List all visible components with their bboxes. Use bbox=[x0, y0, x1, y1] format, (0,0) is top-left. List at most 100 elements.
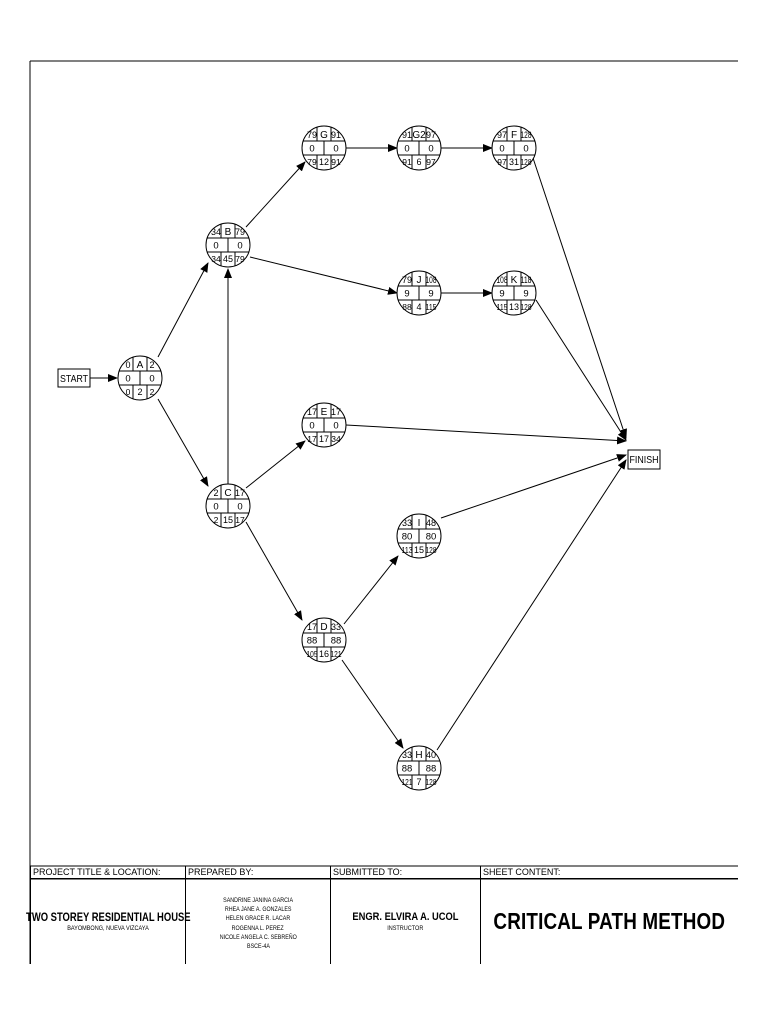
project-header: PROJECT TITLE & LOCATION: bbox=[31, 866, 185, 879]
dependency-arrow bbox=[343, 555, 399, 625]
early-finish: 33 bbox=[331, 622, 341, 632]
early-finish: 128 bbox=[521, 130, 532, 140]
early-start: 108 bbox=[497, 275, 508, 285]
activity-id: H bbox=[415, 750, 422, 761]
preparer-section: BSCE-4A bbox=[246, 942, 270, 950]
prepared-cell: PREPARED BY: SANDRINE JANINA GARCIA RHEA… bbox=[185, 866, 330, 964]
free-float-left: 88 bbox=[402, 764, 413, 775]
total-float-right: 9 bbox=[523, 289, 528, 300]
late-finish: 97 bbox=[426, 157, 436, 167]
early-finish: 97 bbox=[426, 130, 436, 140]
activity-id: G bbox=[320, 130, 328, 141]
free-float-left: 0 bbox=[309, 144, 314, 155]
free-float-left: 0 bbox=[213, 502, 218, 513]
early-start: 79 bbox=[307, 130, 317, 140]
duration: 15 bbox=[223, 515, 233, 525]
late-finish: 91 bbox=[331, 157, 341, 167]
instructor-role: INSTRUCTOR bbox=[387, 925, 424, 932]
total-float-right: 0 bbox=[428, 144, 433, 155]
prepared-header: PREPARED BY: bbox=[186, 866, 330, 879]
total-float-right: 88 bbox=[426, 764, 437, 775]
early-finish: 2 bbox=[149, 360, 154, 370]
late-start: 17 bbox=[307, 434, 317, 444]
activity-id: E bbox=[321, 407, 328, 418]
duration: 45 bbox=[223, 254, 233, 264]
free-float-left: 9 bbox=[499, 289, 504, 300]
late-start: 0 bbox=[126, 387, 131, 397]
early-finish: 118 bbox=[521, 275, 532, 285]
project-title: TWO STOREY RESIDENTIAL HOUSE bbox=[25, 911, 191, 924]
dependency-arrow bbox=[245, 440, 306, 489]
activity-id: D bbox=[320, 622, 327, 633]
free-float-left: 0 bbox=[499, 144, 504, 155]
early-finish: 17 bbox=[235, 488, 245, 498]
late-start: 105 bbox=[307, 649, 318, 659]
free-float-left: 0 bbox=[125, 374, 130, 385]
dependency-arrow bbox=[245, 521, 303, 621]
late-finish: 128 bbox=[521, 157, 532, 167]
early-start: 17 bbox=[307, 407, 317, 417]
duration: 6 bbox=[416, 157, 421, 167]
late-start: 2 bbox=[214, 515, 219, 525]
free-float-left: 0 bbox=[213, 241, 218, 252]
late-finish: 79 bbox=[235, 254, 245, 264]
total-float-right: 0 bbox=[237, 502, 242, 513]
activity-id: C bbox=[224, 488, 231, 499]
dependency-arrow bbox=[245, 161, 306, 228]
early-start: 97 bbox=[497, 130, 507, 140]
duration: 12 bbox=[319, 157, 329, 167]
early-finish: 108 bbox=[426, 275, 437, 285]
free-float-left: 9 bbox=[404, 289, 409, 300]
preparer-5: NICOLE ANGELA C. SEBREÑO bbox=[219, 933, 297, 941]
early-start: 33 bbox=[402, 750, 412, 760]
late-start: 88 bbox=[402, 302, 412, 312]
preparer-1: SANDRINE JANINA GARCIA bbox=[223, 896, 293, 904]
project-cell: PROJECT TITLE & LOCATION: TWO STOREY RES… bbox=[26, 866, 190, 964]
dependency-arrow bbox=[436, 459, 627, 751]
late-finish: 2 bbox=[150, 387, 155, 397]
start-label: START bbox=[60, 374, 88, 385]
preparer-4: ROGENNA L. PEREZ bbox=[231, 924, 285, 932]
submitted-header: SUBMITTED TO: bbox=[331, 866, 480, 879]
instructor-name: ENGR. ELVIRA A. UCOL bbox=[352, 911, 459, 923]
late-start: 79 bbox=[307, 157, 317, 167]
duration: 7 bbox=[416, 777, 421, 787]
total-float-right: 0 bbox=[149, 374, 154, 385]
duration: 15 bbox=[414, 545, 424, 555]
activity-id: F bbox=[511, 130, 517, 141]
sheet-content-cell: SHEET CONTENT: CRITICAL PATH METHOD bbox=[480, 866, 738, 964]
early-start: 79 bbox=[402, 275, 412, 285]
late-start: 115 bbox=[497, 302, 508, 312]
late-finish: 17 bbox=[235, 515, 245, 525]
duration: 17 bbox=[319, 434, 329, 444]
early-start: 2 bbox=[213, 488, 218, 498]
dependency-arrow bbox=[440, 454, 627, 519]
dependency-arrow bbox=[345, 424, 627, 445]
early-finish: 17 bbox=[331, 407, 341, 417]
early-finish: 79 bbox=[235, 227, 245, 237]
late-start: 97 bbox=[497, 157, 507, 167]
sheet-header: SHEET CONTENT: bbox=[481, 866, 738, 879]
dependency-arrow bbox=[341, 659, 404, 749]
duration: 2 bbox=[137, 387, 142, 397]
project-location: BAYOMBONG, NUEVA VIZCAYA bbox=[67, 924, 149, 932]
duration: 4 bbox=[416, 302, 421, 312]
total-float-right: 0 bbox=[333, 421, 338, 432]
dependency-arrow bbox=[157, 398, 209, 487]
submitted-cell: SUBMITTED TO: ENGR. ELVIRA A. UCOL INSTR… bbox=[330, 866, 480, 964]
dependency-arrows bbox=[90, 144, 627, 751]
late-finish: 121 bbox=[331, 649, 342, 659]
late-finish: 128 bbox=[426, 777, 437, 787]
activity-id: I bbox=[418, 518, 421, 529]
total-float-right: 9 bbox=[428, 289, 433, 300]
